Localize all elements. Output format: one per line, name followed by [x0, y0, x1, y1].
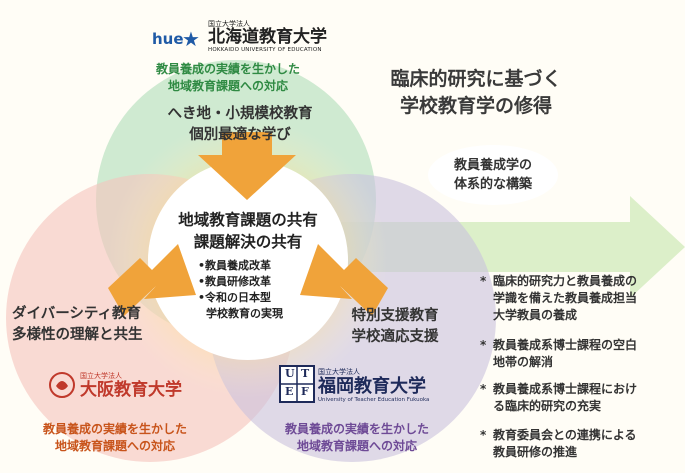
- svg-text:hue: hue: [152, 30, 184, 48]
- fukuoka-note-line1: 教員養成の実績を生かした: [284, 422, 429, 436]
- right-circle-label: 特別支援教育 学校適応支援: [330, 306, 460, 348]
- arrow-label-line2: 体系的な構築: [453, 177, 532, 192]
- fukuoka-note: 教員養成の実績を生かした 地域教育課題への対応: [262, 421, 452, 455]
- left-orange-arrow: [108, 244, 196, 316]
- top-circle-line1: へき地・小規模校教育: [167, 106, 313, 122]
- center-line1: 地域教育課題の共有: [178, 211, 318, 229]
- outcome-star-2: *: [480, 338, 487, 352]
- center-heading: 地域教育課題の共有 課題解決の共有: [148, 209, 348, 253]
- osaka-note-line1: 教員養成の実績を生かした: [42, 422, 187, 436]
- osaka-logo: 国立大学法人 大阪教育大学: [80, 372, 182, 400]
- fukuoka-letter-t: T: [301, 367, 310, 380]
- left-circle-line1: ダイバーシティ教育: [12, 306, 142, 322]
- hokkaido-note-line2: 地域教育課題への対応: [167, 79, 288, 93]
- osaka-seal-icon: [49, 372, 75, 398]
- outcome-star-4: *: [480, 428, 487, 442]
- center-bullet-4: 学校教育の実現: [206, 307, 283, 320]
- top-orange-arrow: [198, 132, 296, 200]
- top-circle-label: へき地・小規模校教育 個別最適な学び: [140, 104, 340, 146]
- fukuoka-name: 福岡教育大学: [318, 376, 426, 397]
- osaka-name: 大阪教育大学: [80, 380, 182, 400]
- osaka-note-line2: 地域教育課題への対応: [54, 439, 175, 453]
- hokkaido-small-label: 国立大学法人: [208, 20, 250, 28]
- right-orange-arrow: [300, 244, 388, 316]
- fukuoka-english: University of Teacher Education Fukuoka: [318, 397, 430, 403]
- outcome-3-line1: 教員養成系博士課程におけ: [493, 382, 638, 396]
- osaka-note: 教員養成の実績を生かした 地域教育課題への対応: [20, 421, 210, 455]
- main-title-line2: 学校教育学の修得: [399, 95, 552, 117]
- outcomes-list: * 臨床的研究力と教員養成の 学識を備えた教員養成担当 大学教員の養成 * 教員…: [480, 273, 680, 473]
- center-circle: [148, 160, 348, 360]
- outcome-3-line2: る臨床的研究の充実: [493, 399, 602, 413]
- fukuoka-letter-u: U: [285, 367, 295, 380]
- outcome-2-line2: 地帯の解消: [493, 355, 554, 369]
- hue-logo-icon: hue ★: [152, 27, 200, 51]
- left-circle-line2: 多様性の理解と共生: [12, 327, 143, 343]
- outcome-4-line2: 教員研修の推進: [493, 445, 578, 459]
- outcome-4-line1: 教育委員会との連携による: [493, 428, 637, 442]
- center-bullet-2: •教員研修改革: [198, 275, 272, 288]
- osaka-small-label: 国立大学法人: [80, 372, 122, 380]
- svg-text:★: ★: [182, 27, 200, 51]
- fukuoka-letter-f: F: [301, 385, 309, 398]
- center-line2: 課題解決の共有: [193, 233, 303, 251]
- main-title: 臨床的研究に基づく 学校教育学の修得: [376, 66, 576, 120]
- outcome-star-1: *: [480, 274, 487, 288]
- fukuoka-note-line2: 地域教育課題への対応: [296, 439, 417, 453]
- fukuoka-small-label: 国立大学法人: [318, 368, 360, 376]
- outcome-1-line1: 臨床的研究力と教員養成の: [493, 274, 638, 288]
- right-circle-line2: 学校適応支援: [351, 329, 439, 345]
- hokkaido-name: 北海道教育大学: [208, 27, 327, 47]
- center-bullet-3: •令和の日本型: [198, 291, 272, 304]
- hokkaido-note-line1: 教員養成の実績を生かした: [155, 62, 300, 76]
- main-title-line1: 臨床的研究に基づく: [390, 68, 562, 90]
- fukuoka-logo: 国立大学法人 福岡教育大学 University of Teacher Educ…: [318, 368, 429, 404]
- hokkaido-logo: 国立大学法人 北海道教育大学 HOKKAIDO UNIVERSITY OF ED…: [208, 20, 327, 54]
- arrow-label-ellipse: [428, 145, 558, 205]
- arrow-label-line1: 教員養成学の: [453, 158, 532, 173]
- outcome-2-line1: 教員養成系博士課程の空白: [493, 338, 638, 352]
- top-circle-line2: 個別最適な学び: [189, 127, 291, 143]
- outcome-1-line3: 大学教員の養成: [493, 308, 578, 322]
- center-bullets: •教員養成改革 •教員研修改革 •令和の日本型 学校教育の実現: [198, 258, 318, 322]
- fukuoka-letter-e: E: [285, 385, 294, 398]
- hokkaido-english: HOKKAIDO UNIVERSITY OF EDUCATION: [208, 47, 322, 53]
- right-circle-line1: 特別支援教育: [351, 308, 439, 324]
- left-circle-label: ダイバーシティ教育 多様性の理解と共生: [12, 304, 182, 346]
- center-bullet-1: •教員養成改革: [198, 259, 272, 272]
- outcome-1-line2: 学識を備えた教員養成担当: [493, 291, 638, 305]
- fukuoka-shield-icon: [279, 365, 315, 403]
- arrow-label: 教員養成学の 体系的な構築: [430, 156, 556, 194]
- outcome-star-3: *: [480, 382, 487, 396]
- fukuoka-shield-letters: U T E F: [282, 367, 312, 401]
- hokkaido-note: 教員養成の実績を生かした 地域教育課題への対応: [138, 61, 318, 95]
